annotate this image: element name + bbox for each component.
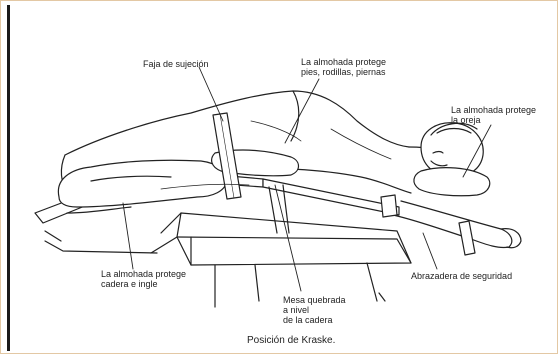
label-pillow-hip: La almohada protege cadera e ingle xyxy=(101,269,186,289)
label-faja: Faja de sujeción xyxy=(143,59,209,69)
label-pillow-hip-line2: cadera e ingle xyxy=(101,279,186,289)
label-table-line2: a nivel xyxy=(283,305,346,315)
label-pillow-ear-line1: La almohada protege xyxy=(451,105,536,115)
label-faja-text: Faja de sujeción xyxy=(143,59,209,69)
label-arm-restraint-text: Abrazadera de seguridad xyxy=(411,271,512,281)
label-arm-restraint: Abrazadera de seguridad xyxy=(411,271,512,281)
label-pillow-legs: La almohada protege pies, rodillas, pier… xyxy=(301,57,386,77)
label-pillow-ear: La almohada protege la oreja xyxy=(451,105,536,125)
pillow-legs xyxy=(58,160,227,213)
label-pillow-legs-line1: La almohada protege xyxy=(301,57,386,67)
label-pillow-ear-line2: la oreja xyxy=(451,115,536,125)
label-table-line3: de la cadera xyxy=(283,315,346,325)
label-table-line1: Mesa quebrada xyxy=(283,295,346,305)
patient-head xyxy=(414,123,490,196)
label-pillow-legs-line2: pies, rodillas, piernas xyxy=(301,67,386,77)
label-pillow-hip-line1: La almohada protege xyxy=(101,269,186,279)
figure-caption: Posición de Kraske. xyxy=(247,335,335,346)
label-table: Mesa quebrada a nivel de la cadera xyxy=(283,295,346,325)
